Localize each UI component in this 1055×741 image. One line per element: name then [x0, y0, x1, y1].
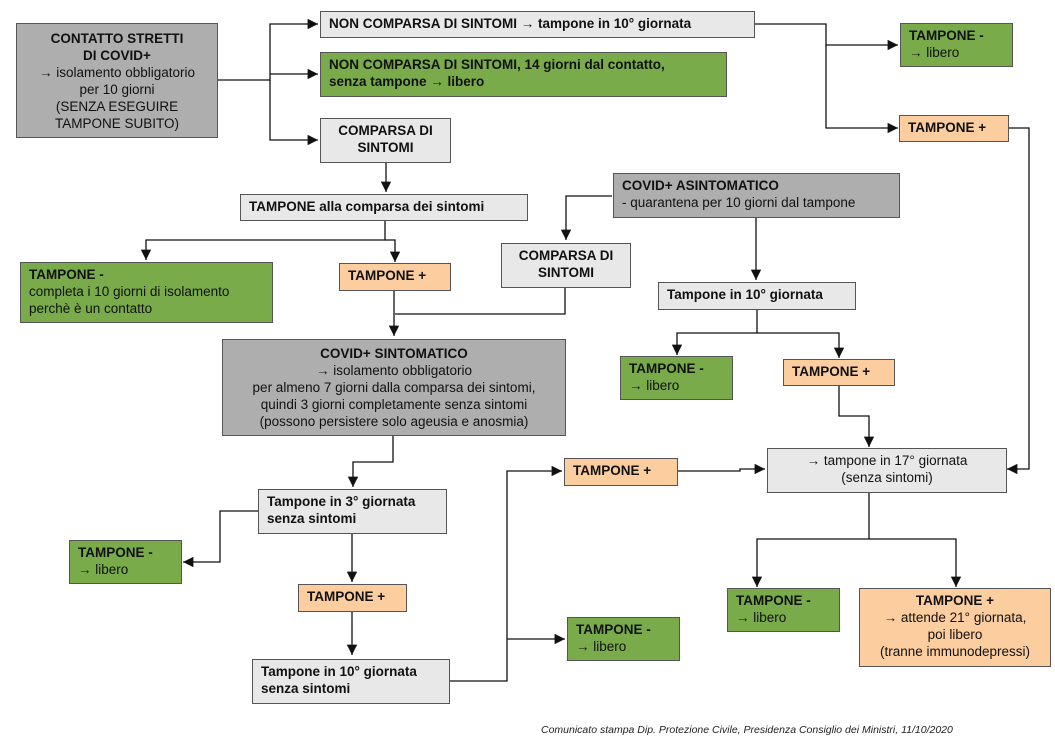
- node-pos-3: TAMPONE +: [298, 584, 407, 612]
- node-title: NON COMPARSA DI SINTOMI → tampone in 10°…: [329, 16, 692, 31]
- arrow-tampone-to-neg: [140, 221, 386, 260]
- node-neg-asint: TAMPONE - → libero: [620, 356, 733, 400]
- arrow-contatto-to-comparsa: [269, 80, 318, 146]
- node-pos-asint: TAMPONE +: [783, 359, 895, 386]
- arrow-tampone-to-pos: [385, 239, 401, 262]
- node-title: TAMPONE -: [909, 28, 984, 43]
- node-line: TAMPONE SUBITO): [54, 116, 179, 131]
- node-pos-top-right: TAMPONE +: [899, 115, 1009, 142]
- arrow-comparsa2-to-sintomatico: [395, 287, 566, 315]
- arrow-nc10-to-pos: [825, 45, 898, 134]
- node-pos-10-sint: TAMPONE +: [564, 458, 678, 486]
- arrow-asint-to-comparsa2: [560, 195, 612, 240]
- node-covid-asintomatico: COVID+ ASINTOMATICO - quarantena per 10 …: [613, 173, 900, 218]
- node-line: → isolamento obbligatorio: [38, 65, 196, 80]
- arrow-pos-top-to-17: [1007, 127, 1030, 475]
- node-line: → libero: [909, 45, 960, 60]
- node-title: SINTOMI: [357, 140, 414, 155]
- node-line: → isolamento obbligatorio: [315, 363, 473, 378]
- node-title: COMPARSA DI: [518, 248, 614, 263]
- node-line: (SENZA ESEGUIRE: [55, 99, 179, 114]
- node-contatto-stretti: CONTATTO STRETTI DI COVID+ → isolamento …: [16, 23, 218, 138]
- node-tampone-3: Tampone in 3° giornata senza sintomi: [258, 489, 447, 534]
- arrow-t10-to-neg: [671, 309, 758, 355]
- node-title: TAMPONE +: [792, 364, 871, 379]
- node-line: → libero: [629, 378, 680, 393]
- arrow-pos-asint-to-17: [838, 386, 875, 447]
- arrow-t10-to-pos: [757, 332, 845, 358]
- node-line: → tampone in 17° giornata: [806, 453, 968, 468]
- node-title: TAMPONE +: [908, 120, 987, 135]
- node-title: COMPARSA DI: [338, 123, 433, 138]
- node-title: Tampone in 3° giornata: [267, 494, 416, 509]
- source-caption: Comunicato stampa Dip. Protezione Civile…: [541, 724, 953, 736]
- node-pos-17: TAMPONE + → attende 21° giornata, poi li…: [859, 588, 1051, 667]
- node-tampone-10-asint: Tampone in 10° giornata: [658, 282, 856, 310]
- node-neg-top-right: TAMPONE - → libero: [900, 23, 1013, 67]
- arrow-17-to-pos: [869, 538, 962, 587]
- node-title: TAMPONE +: [573, 463, 652, 478]
- node-line: (tranne immunodepressi): [879, 644, 1031, 659]
- node-title: Tampone in 10° giornata: [667, 287, 823, 302]
- node-neg-3: TAMPONE - → libero: [69, 540, 182, 584]
- node-line: → libero: [736, 610, 787, 625]
- node-line: per almeno 7 giorni dalla comparsa dei s…: [252, 380, 536, 395]
- node-title: TAMPONE +: [915, 593, 995, 608]
- node-tampone-10-sint: Tampone in 10° giornata senza sintomi: [252, 659, 450, 704]
- node-neg-10-sint: TAMPONE - → libero: [567, 617, 680, 661]
- node-non-comparsa-14: NON COMPARSA DI SINTOMI, 14 giorni dal c…: [320, 52, 727, 97]
- node-title: COVID+ ASINTOMATICO: [622, 178, 779, 193]
- node-line: - quarantena per 10 giorni dal tampone: [622, 195, 856, 210]
- node-title: TAMPONE -: [576, 622, 651, 637]
- node-comparsa-sintomi-1: COMPARSA DI SINTOMI: [320, 118, 451, 163]
- node-title: TAMPONE -: [629, 361, 704, 376]
- arrow-t3-to-neg: [183, 510, 258, 568]
- node-line: → libero: [576, 639, 627, 654]
- node-neg-17: TAMPONE - → libero: [727, 588, 840, 632]
- arrow-17-to-neg: [751, 492, 870, 587]
- node-pos-comparsa: TAMPONE +: [339, 263, 451, 291]
- node-title: senza sintomi: [267, 511, 357, 526]
- node-line: completa i 10 giorni di isolamento: [29, 284, 230, 299]
- arrow-t10s-to-pos: [449, 465, 562, 682]
- node-title: COVID+ SINTOMATICO: [320, 346, 468, 361]
- node-neg-completa: TAMPONE - completa i 10 giorni di isolam…: [20, 262, 273, 323]
- node-title: senza tampone → libero: [329, 74, 485, 89]
- node-title: DI COVID+: [83, 48, 151, 63]
- node-title: TAMPONE -: [736, 593, 811, 608]
- node-title: TAMPONE -: [29, 267, 104, 282]
- arrow-pos10s-to-17: [657, 463, 765, 475]
- arrow-contatto-to-non-comparsa-10: [218, 18, 318, 81]
- node-tampone-comparsa: TAMPONE alla comparsa dei sintomi: [240, 194, 528, 221]
- node-title: CONTATTO STRETTI: [50, 31, 184, 46]
- node-title: TAMPONE -: [78, 545, 153, 560]
- node-title: TAMPONE +: [348, 268, 427, 283]
- node-title: SINTOMI: [537, 265, 594, 280]
- node-tampone-17: → tampone in 17° giornata (senza sintomi…: [767, 448, 1007, 493]
- node-line: → libero: [78, 562, 129, 577]
- node-line: → attende 21° giornata,: [883, 610, 1027, 625]
- node-title: TAMPONE alla comparsa dei sintomi: [249, 199, 485, 214]
- node-line: poi libero: [927, 627, 983, 642]
- arrow-nc10-to-neg: [755, 23, 898, 51]
- node-covid-sintomatico: COVID+ SINTOMATICO → isolamento obbligat…: [222, 339, 566, 436]
- node-line: (senza sintomi): [841, 470, 933, 485]
- node-line: per 10 giorni: [79, 82, 155, 97]
- node-title: TAMPONE +: [307, 589, 386, 604]
- node-line: (possono persistere solo ageusia e anosm…: [259, 414, 529, 429]
- node-line: quindi 3 giorni completamente senza sint…: [260, 397, 528, 412]
- node-title: NON COMPARSA DI SINTOMI, 14 giorni dal c…: [329, 57, 665, 72]
- node-comparsa-sintomi-2: COMPARSA DI SINTOMI: [501, 243, 631, 288]
- node-non-comparsa-10: NON COMPARSA DI SINTOMI → tampone in 10°…: [320, 11, 755, 38]
- arrow-sintomatico-to-t3: [347, 436, 394, 487]
- node-title: Tampone in 10° giornata: [261, 664, 417, 679]
- node-title: senza sintomi: [261, 681, 351, 696]
- node-line: perchè è un contatto: [29, 301, 153, 316]
